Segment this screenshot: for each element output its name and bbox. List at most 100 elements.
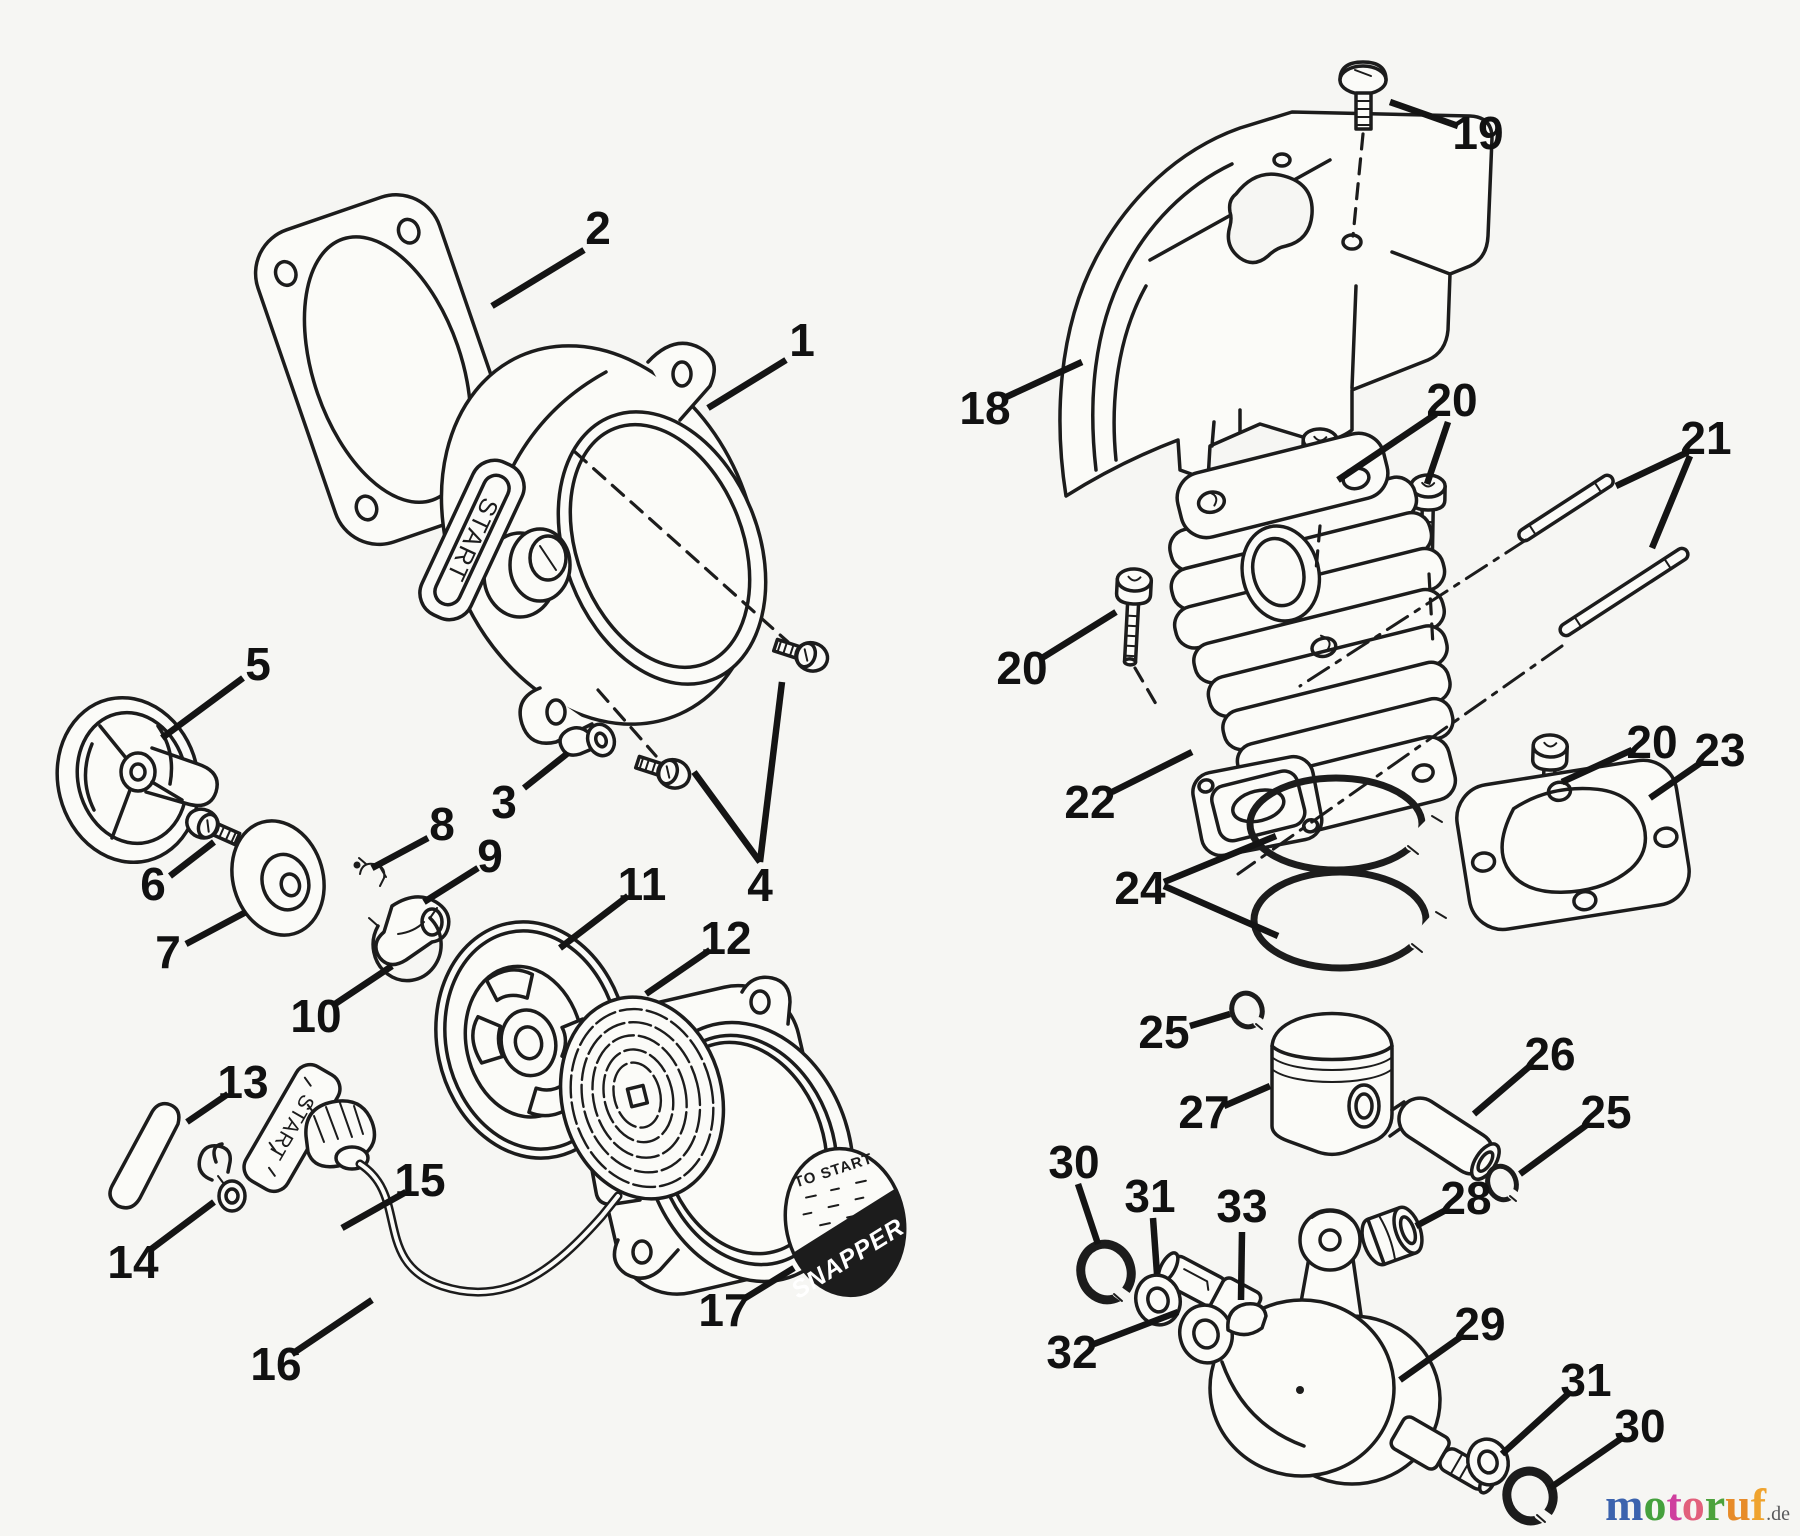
part-21-rod-lower <box>1558 546 1690 638</box>
leader-line-3 <box>521 750 571 791</box>
part-label-20: 20 <box>1426 374 1477 426</box>
part-label-17: 17 <box>698 1284 749 1336</box>
leader-line-10 <box>330 963 394 1009</box>
watermark-letter: u <box>1725 1479 1751 1530</box>
assembly-axis-clip <box>596 688 658 758</box>
part-label-5: 5 <box>245 638 271 690</box>
leader-line-20 <box>1423 420 1452 486</box>
part-label-25: 25 <box>1580 1086 1631 1138</box>
leader-line-28 <box>1414 1207 1448 1229</box>
leader-line-23 <box>1648 759 1704 801</box>
leader-line-26 <box>1471 1063 1533 1117</box>
part-label-12: 12 <box>700 912 751 964</box>
leader-line-24 <box>1162 832 1278 886</box>
leader-line-29 <box>1398 1333 1464 1383</box>
part-label-22: 22 <box>1064 776 1115 828</box>
leader-line-18 <box>1002 359 1084 401</box>
leader-line-27 <box>1222 1083 1272 1109</box>
watermark-letter: o <box>1643 1479 1667 1530</box>
part-24-piston-rings <box>1246 774 1447 972</box>
leader-line-25 <box>1189 1010 1231 1030</box>
part-label-8: 8 <box>429 798 455 850</box>
part-29-crankshaft <box>1156 1208 1498 1495</box>
rod-axis-lower <box>1236 644 1564 876</box>
dash-bolt-a <box>1314 524 1322 572</box>
part-label-32: 32 <box>1046 1326 1097 1378</box>
part-label-7: 7 <box>155 926 181 978</box>
part-7-washer <box>230 819 326 937</box>
part-label-27: 27 <box>1178 1086 1229 1138</box>
leader-line-33 <box>1237 1231 1246 1301</box>
part-label-20: 20 <box>996 642 1047 694</box>
dash-bolt-b <box>1427 572 1435 648</box>
part-27-piston <box>1270 1011 1406 1156</box>
leader-line-31 <box>1499 1391 1571 1457</box>
part-26-piston-pin <box>1397 1096 1501 1181</box>
leader-line-17 <box>740 1265 796 1303</box>
part-23-cylinder-gasket <box>1455 758 1691 932</box>
watermark-suffix: .de <box>1766 1503 1790 1525</box>
watermark-letter: o <box>1681 1479 1705 1530</box>
part-label-21: 21 <box>1680 412 1731 464</box>
part-14-rope-guide <box>197 1142 247 1213</box>
part-label-3: 3 <box>491 776 517 828</box>
leader-line-11 <box>558 893 630 951</box>
part-label-2: 2 <box>585 202 611 254</box>
assembly-axis-housing <box>573 450 790 644</box>
part-5-starter-wheel <box>55 695 219 865</box>
part-label-33: 33 <box>1216 1180 1267 1232</box>
part-33-key <box>1226 1302 1268 1337</box>
part-1-starter-housing: START <box>418 341 768 745</box>
part-label-14: 14 <box>107 1236 159 1288</box>
leader-line-20 <box>1560 747 1634 785</box>
leader-line-16 <box>290 1297 374 1357</box>
watermark-letter: m <box>1605 1479 1644 1530</box>
part-30-lock-washer-left <box>1076 1239 1138 1308</box>
leader-line-19 <box>1388 98 1460 130</box>
dash-screw19 <box>1351 132 1365 238</box>
part-label-9: 9 <box>477 830 503 882</box>
leader-line-15 <box>340 1189 408 1231</box>
part-label-4: 4 <box>747 859 773 911</box>
watermark-logo: motoruf.de <box>1605 1482 1790 1528</box>
part-label-19: 19 <box>1452 107 1503 159</box>
part-22-cylinder <box>1168 431 1458 858</box>
part-label-6: 6 <box>140 858 166 910</box>
leader-line-13 <box>185 1091 230 1125</box>
part-label-10: 10 <box>290 990 341 1042</box>
part-12-recoil-spring <box>558 995 726 1201</box>
watermark-letter: r <box>1704 1479 1726 1530</box>
part-label-30: 30 <box>1614 1400 1665 1452</box>
part-label-1: 1 <box>789 314 815 366</box>
leader-line-20 <box>1040 609 1118 661</box>
part-label-31: 31 <box>1124 1170 1175 1222</box>
part-label-30: 30 <box>1048 1136 1099 1188</box>
leader-line-14 <box>148 1199 216 1253</box>
part-label-20: 20 <box>1626 716 1677 768</box>
part-3-clip <box>558 722 617 758</box>
part-21-rod-upper <box>1517 473 1615 543</box>
part-label-18: 18 <box>959 382 1010 434</box>
part-31-washer-right <box>1466 1437 1510 1487</box>
watermark-letter: t <box>1666 1479 1682 1530</box>
leader-line-25 <box>1518 1121 1590 1177</box>
part-20-bolt-c <box>1111 566 1154 668</box>
dash-bolt-c <box>1133 666 1158 706</box>
leader-line-20 <box>1336 411 1438 483</box>
leader-line-32 <box>1092 1308 1180 1348</box>
part-25-circlip-left <box>1229 990 1273 1035</box>
leader-line-4 <box>756 681 786 863</box>
leader-line-7 <box>184 909 248 947</box>
part-number-annotations: 1234567891011121314151617181920202021222… <box>107 98 1746 1491</box>
leader-line-2 <box>490 247 586 309</box>
leader-line-30 <box>1074 1182 1102 1246</box>
leader-line-31 <box>1149 1217 1161 1275</box>
part-label-24: 24 <box>1114 862 1166 914</box>
leader-line-12 <box>644 947 712 997</box>
leader-line-1 <box>706 357 788 411</box>
watermark-letter: f <box>1750 1479 1767 1530</box>
part-label-15: 15 <box>394 1154 445 1206</box>
part-19-screw <box>1338 60 1388 131</box>
part-label-23: 23 <box>1694 724 1745 776</box>
leader-line-5 <box>160 675 245 741</box>
